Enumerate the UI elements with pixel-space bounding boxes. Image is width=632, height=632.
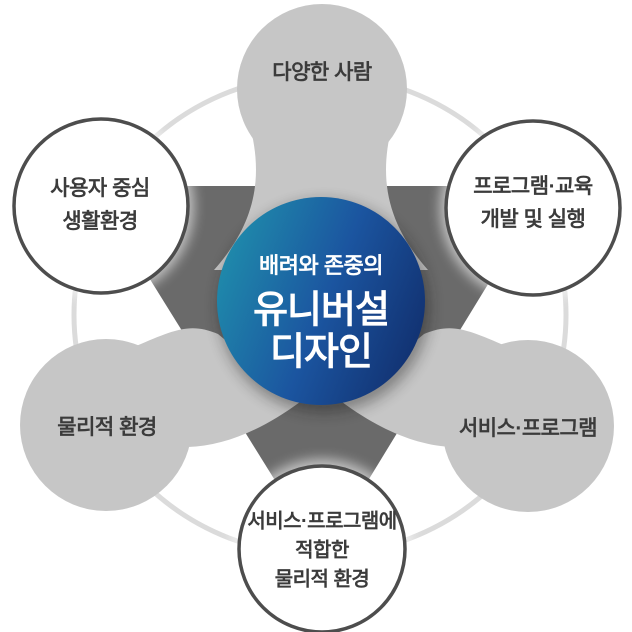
node-circle-top-right [444,119,622,297]
center-title-line2: 디자인 [270,331,373,374]
node-label-bottom-line3: 물리적 환경 [274,568,370,591]
node-blob-right-stem [342,328,506,447]
node-circle-bottom [237,464,407,632]
node-label-bottom-line1: 서비스·프로그램에 [247,510,397,533]
node-label-top-right-line2: 개발 및 실행 [480,208,586,231]
white-circles [12,117,622,632]
node-label-top-right: 프로그램·교육 개발 및 실행 [473,170,593,236]
node-label-bottom-line2: 적합한 [295,539,349,562]
center-title-line1: 유니버설 [253,289,390,332]
center-circle [217,197,425,405]
node-blob-left-stem [136,328,300,447]
node-blob-left [20,339,192,511]
node-label-top-right-line1: 프로그램·교육 [473,175,593,198]
node-label-top-left: 사용자 중심 생활환경 [50,172,150,238]
center-subtitle: 배려와 존중의 [258,253,384,278]
node-label-left: 물리적 환경 [57,416,157,439]
node-label-bottom: 서비스·프로그램에 적합한 물리적 환경 [247,508,397,595]
node-label-right: 서비스·프로그램 [458,417,598,440]
node-label-top: 다양한 사람 [272,61,372,84]
node-label-top-left-line1: 사용자 중심 [50,177,150,200]
node-label-top-left-line2: 생활환경 [62,210,138,233]
node-circle-top-left [12,117,190,295]
